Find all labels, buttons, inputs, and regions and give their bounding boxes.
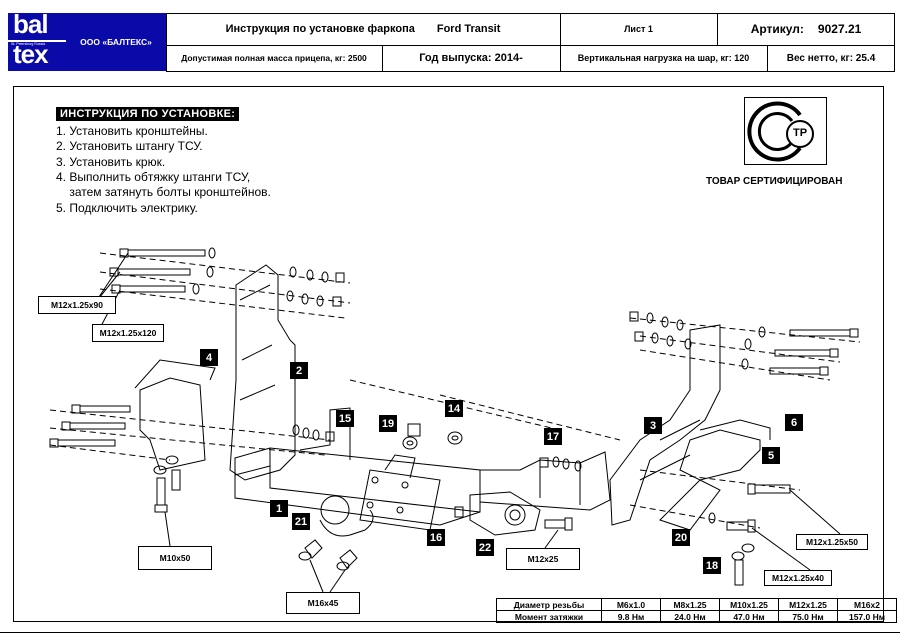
- leader-lines: [94, 252, 841, 593]
- table-row: Диаметр резьбы M6x1.0 M8x1.25 M10x1.25 M…: [496, 598, 897, 611]
- vehicle-model: Ford Transit: [436, 23, 501, 35]
- part-number-6: 6: [785, 414, 803, 431]
- callout-m10x50: M10x50: [138, 546, 212, 570]
- torque-value-cell: 75.0 Нм: [778, 610, 838, 623]
- logo-divider: [8, 40, 66, 42]
- part-number-19: 19: [379, 415, 397, 432]
- article-value: 9027.21: [817, 22, 862, 36]
- left-bracket-assembly: [49, 247, 351, 513]
- part-number-15: 15: [336, 410, 354, 427]
- crossbar: [234, 379, 621, 571]
- part-number-22: 22: [476, 539, 494, 556]
- instruction-step-2: 2. Установить штангу ТСУ.: [56, 139, 203, 153]
- part-number-17: 17: [544, 428, 562, 445]
- thread-size-cell: M6x1.0: [601, 598, 661, 611]
- part-number-3: 3: [644, 417, 662, 434]
- part-number-4: 4: [200, 349, 218, 366]
- logo-bottom-text: tex: [13, 39, 49, 69]
- part-number-20: 20: [672, 529, 690, 546]
- torque-value-cell: 9.8 Нм: [601, 610, 661, 623]
- callout-m12x1-25x120: M12x1.25x120: [92, 324, 164, 342]
- table-row: Момент затяжки 9.8 Нм 24.0 Нм 47.0 Нм 75…: [496, 610, 897, 623]
- vertical-load: Вертикальная нагрузка на шар, кг: 120: [577, 53, 750, 63]
- title-text: Инструкция по установке фаркопа: [225, 23, 415, 35]
- certification-label: ТОВАР СЕРТИФИЦИРОВАН: [706, 176, 843, 187]
- instruction-step-4: 4. Выполнить обтяжку штанги ТСУ,: [56, 170, 251, 184]
- thread-size-cell: M16x2: [837, 598, 897, 611]
- baltex-logo: bal St. Petersburg Russia tex: [8, 9, 66, 71]
- certification-mark: [744, 97, 827, 165]
- instruction-step-3: 3. Установить крюк.: [56, 155, 166, 169]
- instructions-title: ИНСТРУКЦИЯ ПО УСТАНОВКЕ:: [56, 107, 240, 121]
- callout-m12x1-25x90: M12x1.25x90: [38, 296, 116, 314]
- callout-m12x25: M12x25: [506, 548, 580, 570]
- article-number: Артикул: 9027.21: [717, 13, 895, 45]
- net-weight: Вес нетто, кг: 25.4: [786, 52, 876, 64]
- instruction-step-5: 5. Подключить электрику.: [56, 201, 198, 215]
- logo-tagline: St. Petersburg Russia: [11, 42, 46, 46]
- thread-size-cell: M8x1.25: [660, 598, 720, 611]
- production-year: Год выпуска: 2014-: [419, 52, 523, 64]
- torque-table: Диаметр резьбы M6x1.0 M8x1.25 M10x1.25 M…: [496, 598, 897, 623]
- company-band: ООО «БАЛТЕКС»: [66, 13, 166, 71]
- part-number-18: 18: [703, 557, 721, 574]
- part-number-2: 2: [290, 362, 308, 379]
- left-top-axis-lines: [99, 252, 351, 319]
- torque-value-cell: 157.0 Нм: [837, 610, 897, 623]
- callout-m12x1-25x50: M12x1.25x50: [796, 534, 868, 550]
- part-number-21: 21: [292, 513, 310, 530]
- thread-size-cell: M12x1.25: [778, 598, 838, 611]
- left-top-bolts: [109, 247, 345, 307]
- company-name: ООО «БАЛТЕКС»: [80, 37, 152, 47]
- trailer-mass: Допустимая полная масса прицепа, кг: 250…: [181, 53, 367, 63]
- article-label: Артикул:: [750, 22, 804, 36]
- callout-m16x45: M16x45: [286, 592, 360, 614]
- torque-value-cell: 24.0 Нм: [660, 610, 720, 623]
- callout-m12x1-25x40: M12x1.25x40: [764, 570, 832, 586]
- thread-diameter-label: Диаметр резьбы: [496, 598, 602, 611]
- document-title: Инструкция по установке фаркопа Ford Tra…: [166, 13, 560, 45]
- right-bracket-assembly: [609, 311, 861, 586]
- part-number-5: 5: [762, 447, 780, 464]
- certification-mark-letters: ТР: [793, 127, 808, 139]
- logo-top-text: bal: [13, 9, 49, 39]
- torque-value-cell: 47.0 Нм: [719, 610, 779, 623]
- instruction-step-1: 1. Установить кронштейны.: [56, 124, 208, 138]
- thread-size-cell: M10x1.25: [719, 598, 779, 611]
- tightening-torque-label: Момент затяжки: [496, 610, 602, 623]
- instruction-step-4-cont: затем затянуть болты кронштейнов.: [56, 185, 271, 199]
- sheet-number: Лист 1: [624, 24, 653, 34]
- part-number-16: 16: [427, 529, 445, 546]
- header-grid: [166, 13, 895, 72]
- part-number-14: 14: [445, 400, 463, 417]
- main-frame: [13, 86, 884, 622]
- part-number-1: 1: [270, 500, 288, 517]
